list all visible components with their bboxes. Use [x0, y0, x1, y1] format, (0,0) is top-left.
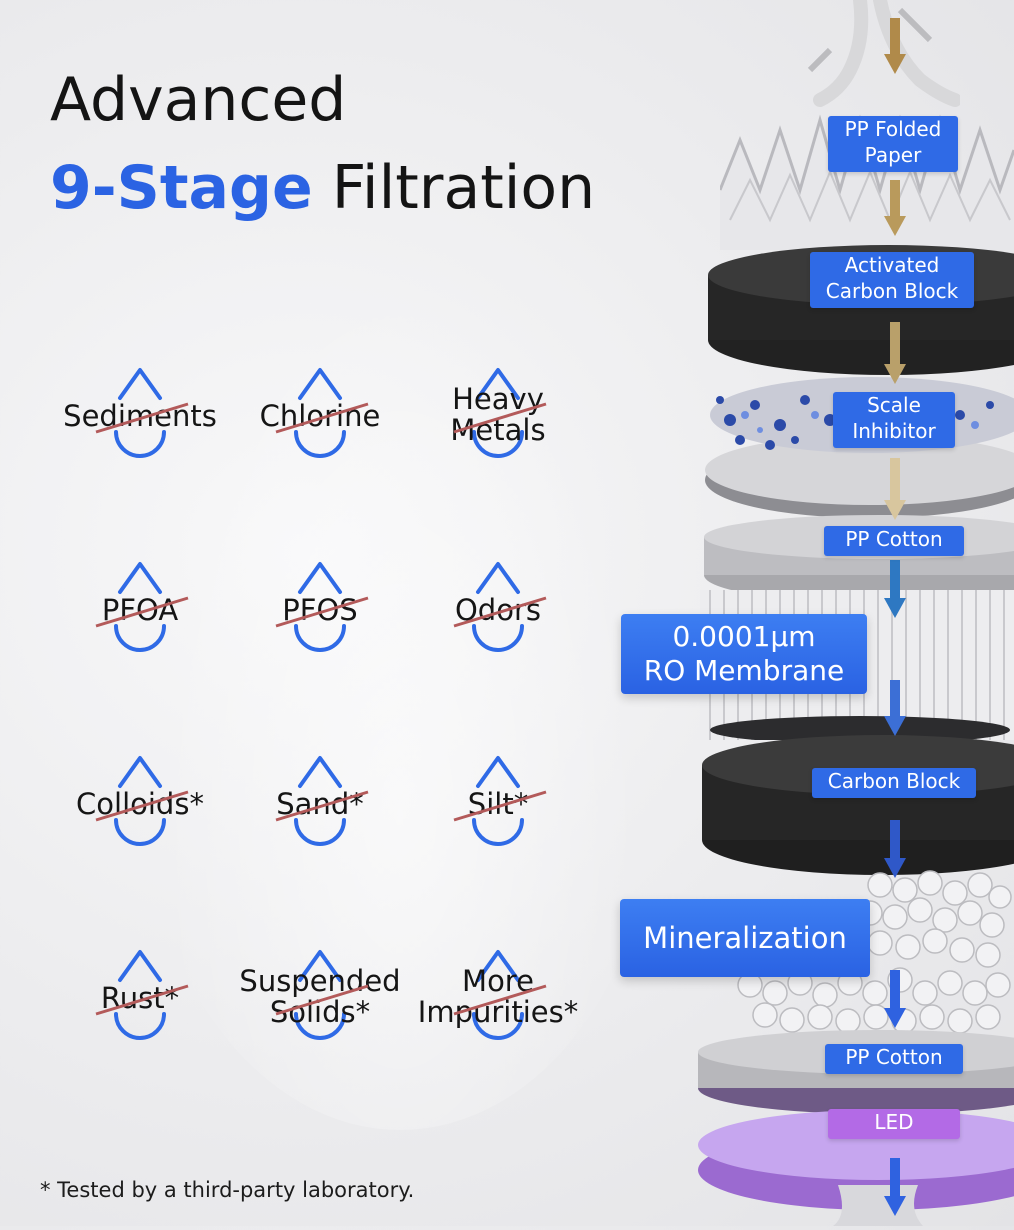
stage-tag-ro-membrane: 0.0001µm RO Membrane — [621, 614, 867, 694]
strike-line — [453, 402, 547, 434]
water-drop-icon — [294, 368, 346, 458]
strike-line — [453, 596, 547, 628]
contaminant-item: Suspended Solids* — [220, 948, 420, 1058]
water-drop-icon — [472, 562, 524, 652]
flow-arrow-icon — [884, 458, 906, 520]
flow-arrow-icon — [884, 970, 906, 1028]
flow-arrow-icon — [884, 322, 906, 384]
contaminant-item: Sand* — [220, 754, 420, 864]
title-line-2: 9-Stage Filtration — [50, 140, 595, 236]
contaminant-item: Colloids* — [40, 754, 240, 864]
stage-tag-pp-cotton-1: PP Cotton — [824, 526, 964, 556]
strike-line — [275, 984, 369, 1016]
contaminant-item: PFOA — [40, 560, 240, 670]
strike-line — [95, 596, 189, 628]
stage-tag-carbon-block: Carbon Block — [812, 768, 976, 798]
page-title: Advanced 9-Stage Filtration — [50, 60, 595, 236]
carbon-block-layer — [702, 735, 1014, 875]
contaminant-item: Chlorine — [220, 366, 420, 476]
water-drop-icon — [472, 756, 524, 846]
strike-line — [275, 790, 369, 822]
water-drop-icon — [114, 368, 166, 458]
water-drop-icon — [294, 562, 346, 652]
footnote: * Tested by a third-party laboratory. — [40, 1178, 415, 1202]
contaminant-label: Silt* — [467, 787, 529, 821]
filtration-stack: PP Folded Paper Activated Carbon Block S… — [690, 0, 1014, 1226]
contaminant-item: Silt* — [398, 754, 598, 864]
strike-line — [275, 596, 369, 628]
contaminant-item: Odors — [398, 560, 598, 670]
flow-arrow-icon — [884, 820, 906, 878]
strike-line — [95, 402, 189, 434]
stage-tag-led: LED — [828, 1109, 960, 1139]
contaminant-item: Sediments — [40, 366, 240, 476]
flow-arrow-icon — [884, 680, 906, 736]
stage-tag-pp-folded-paper: PP Folded Paper — [828, 116, 958, 172]
water-drop-icon — [294, 950, 346, 1040]
flow-arrow-icon — [884, 180, 906, 236]
flow-arrow-icon — [884, 560, 906, 618]
title-line-1: Advanced — [50, 65, 347, 135]
water-drop-icon — [472, 950, 524, 1040]
water-drop-icon — [114, 562, 166, 652]
flow-arrow-icon — [884, 18, 906, 74]
contaminant-item: PFOS — [220, 560, 420, 670]
stage-tag-activated-carbon: Activated Carbon Block — [810, 252, 974, 308]
title-rest: Filtration — [312, 153, 596, 223]
contaminant-label: Sediments — [63, 399, 217, 433]
contaminant-item: Heavy Metals — [398, 366, 598, 476]
water-drop-icon — [472, 368, 524, 458]
strike-line — [453, 984, 547, 1016]
background-drop-shape — [140, 230, 660, 1130]
strike-line — [95, 790, 189, 822]
contaminant-item: Rust* — [40, 948, 240, 1058]
flow-arrow-icon — [884, 1158, 906, 1216]
water-drop-icon — [294, 756, 346, 846]
strike-line — [95, 984, 189, 1016]
water-drop-icon — [114, 950, 166, 1040]
stage-tag-scale-inhibitor: Scale Inhibitor — [833, 392, 955, 448]
stage-tag-pp-cotton-2: PP Cotton — [825, 1044, 963, 1074]
contaminant-item: More Impurities* — [398, 948, 598, 1058]
strike-line — [453, 790, 547, 822]
mineralization-layer — [730, 865, 1014, 1040]
water-drop-icon — [114, 756, 166, 846]
strike-line — [275, 402, 369, 434]
stage-tag-mineralization: Mineralization — [620, 899, 870, 977]
title-accent: 9-Stage — [50, 153, 313, 223]
water-splash — [790, 0, 962, 110]
